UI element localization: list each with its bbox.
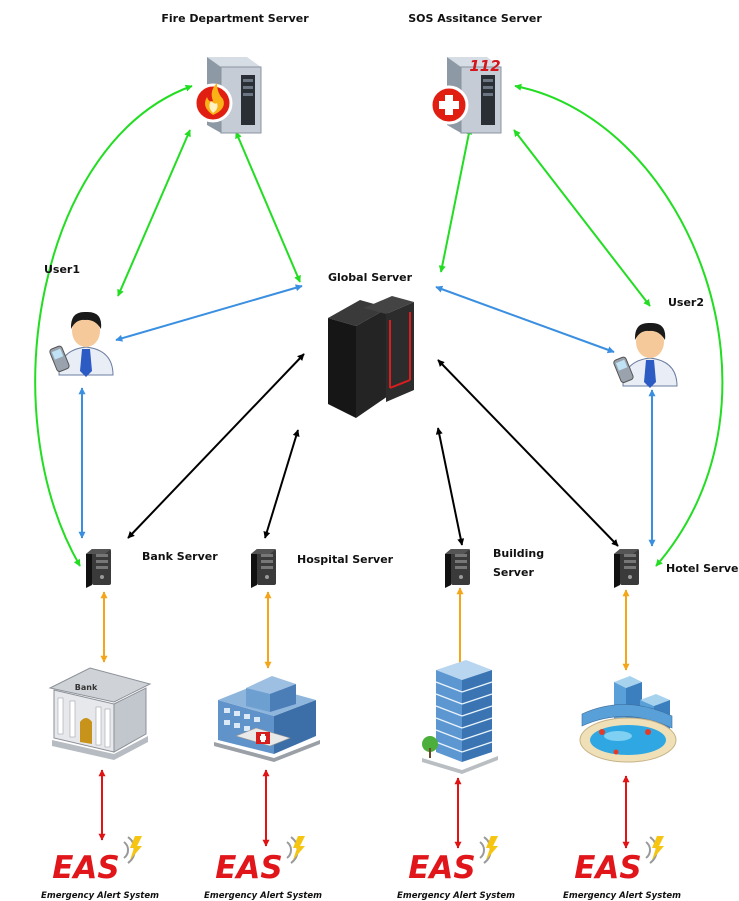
user2-label: User2 (668, 296, 704, 309)
connection-user1-to-global-server (115, 284, 303, 342)
hospital-server-label: Hospital Server (297, 553, 394, 566)
bank-server-node[interactable]: Bank Server (86, 549, 218, 588)
sos-assistance-server-node[interactable]: 112 SOS Assitance Server (408, 12, 542, 134)
hospital-server-node[interactable]: Hospital Server (251, 549, 394, 588)
bank-server-label: Bank Server (142, 550, 218, 563)
fire-department-server-node[interactable]: Fire Department Server (161, 12, 309, 134)
connection-global-server-to-hospital-server (263, 429, 300, 539)
eas-title: EAS (215, 850, 283, 886)
eas-title: EAS (408, 850, 476, 886)
eas-subtitle: Emergency Alert System (204, 891, 322, 901)
eas-subtitle: Emergency Alert System (397, 891, 515, 901)
user1-node[interactable]: User1 (44, 263, 114, 378)
connection-hotel-server-to-sos-assitance-server (514, 83, 724, 567)
hotel-server-node[interactable]: Hotel Server (614, 549, 739, 588)
connection-global-server-to-fire-department-server (235, 131, 301, 283)
eas-logo-hospital[interactable]: EAS Emergency Alert System (204, 835, 322, 901)
eas-signal-icon (286, 835, 306, 864)
connections-layer (34, 83, 724, 849)
eas-logo-building[interactable]: EAS Emergency Alert System (397, 835, 515, 901)
eas-signal-icon (645, 835, 665, 864)
eas-logo-hotel[interactable]: EAS Emergency Alert System (563, 835, 681, 901)
eas-subtitle: Emergency Alert System (41, 891, 159, 901)
connection-global-server-to-building-server (435, 427, 465, 546)
eas-signal-icon (479, 835, 499, 864)
global-server-icon (328, 296, 414, 418)
connection-user1-to-fire-department-server (117, 129, 191, 297)
building-server-label-line2: Server (493, 566, 534, 579)
hotel-server-label: Hotel Server (666, 562, 739, 575)
bank-building-icon: Bank (48, 667, 152, 760)
hospital-server-icon (251, 549, 276, 588)
eas-subtitle: Emergency Alert System (563, 891, 681, 901)
connection-bank-server-to-fire-department-server (34, 84, 193, 567)
sos-number-112: 112 (469, 57, 500, 75)
user2-icon (612, 322, 678, 389)
connection-user2-to-global-server (435, 285, 615, 354)
bank-sign-text: Bank (75, 683, 98, 692)
connection-global-server-to-sos-assitance-server (438, 127, 473, 273)
hotel-server-icon (614, 549, 639, 588)
connection-global-server-to-hotel-server (437, 359, 619, 547)
eas-logo-bank[interactable]: EAS Emergency Alert System (41, 835, 159, 901)
user1-label: User1 (44, 263, 80, 276)
global-server-label: Global Server (328, 271, 413, 284)
sos-assistance-server-label: SOS Assitance Server (408, 12, 542, 25)
hospital-building-icon (214, 676, 320, 762)
building-server-node[interactable]: Building Server (445, 547, 544, 588)
eas-signal-icon (123, 835, 143, 864)
fire-department-server-label: Fire Department Server (161, 12, 309, 25)
connection-user2-to-sos-assitance-server (513, 129, 651, 307)
hotel-building-icon (579, 676, 677, 763)
user1-icon (48, 311, 114, 378)
global-server-node[interactable]: Global Server (328, 271, 414, 418)
bank-server-icon (86, 549, 111, 588)
building-server-label-line1: Building (493, 547, 544, 560)
office-building-icon (422, 660, 498, 774)
eas-title: EAS (52, 850, 120, 886)
building-server-icon (445, 549, 470, 588)
sos-server-icon: 112 (429, 57, 502, 134)
user2-node[interactable]: User2 (612, 296, 704, 389)
fire-server-icon (193, 57, 262, 134)
connection-global-server-to-bank-server (127, 353, 305, 539)
eas-title: EAS (574, 850, 642, 886)
